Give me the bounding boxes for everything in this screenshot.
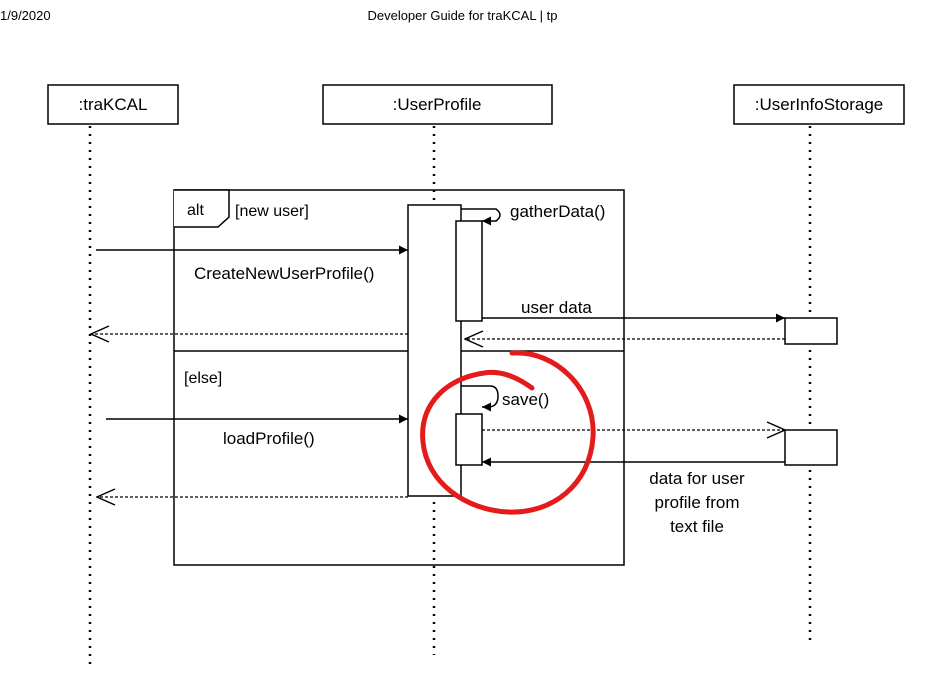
activation-storage-2 <box>784 429 838 466</box>
participant-userinfostorage: :UserInfoStorage <box>733 84 905 125</box>
message-gather-arrow <box>461 208 501 226</box>
participant-trakcal: :traKCAL <box>47 84 179 125</box>
alt-operator-tab <box>174 189 230 228</box>
message-data-return-line-1: data for user <box>649 469 745 488</box>
activation-save <box>455 413 483 466</box>
message-data-return-line-3: text file <box>670 517 724 536</box>
message-data-return-line-2: profile from <box>654 493 739 512</box>
highlight-circle <box>420 350 596 515</box>
participant-trakcal-label: :traKCAL <box>79 95 148 114</box>
participant-userprofile: :UserProfile <box>322 84 553 125</box>
guard-else: [else] <box>184 370 222 387</box>
message-create-label: CreateNewUserProfile() <box>194 264 374 283</box>
message-save-arrow <box>461 385 499 412</box>
participant-userprofile-label: :UserProfile <box>393 95 482 114</box>
alt-fragment: alt [new user] [else] <box>173 189 625 566</box>
header-date: 1/9/2020 <box>0 8 51 23</box>
message-load-label: loadProfile() <box>223 429 315 448</box>
header-title: Developer Guide for traKCAL | tp <box>367 8 558 23</box>
activation-userprofile <box>407 204 462 497</box>
alt-operator-label: alt <box>187 202 204 219</box>
participant-userinfostorage-label: :UserInfoStorage <box>755 95 884 114</box>
guard-new-user: [new user] <box>235 203 309 220</box>
message-gather-label: gatherData() <box>510 202 605 221</box>
message-user-data-label: user data <box>521 298 592 317</box>
activation-gather <box>455 220 483 322</box>
message-save-label: save() <box>502 390 549 409</box>
activation-storage-1 <box>784 317 838 345</box>
